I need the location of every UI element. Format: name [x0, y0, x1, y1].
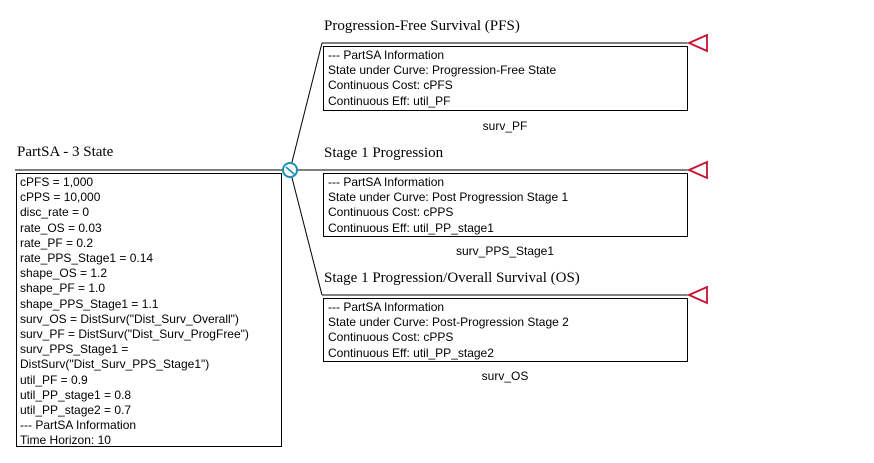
branch-title-stage1[interactable]: Stage 1 Progression: [324, 145, 444, 161]
definition-line: DistSurv("Dist_Surv_PPS_Stage1"): [20, 357, 210, 372]
branch-info-list-pfs: --- PartSA Information State under Curve…: [328, 48, 687, 109]
branch-info-box-os[interactable]: --- PartSA Information State under Curve…: [323, 298, 688, 362]
branch-info-box-stage1[interactable]: --- PartSA Information State under Curve…: [323, 173, 688, 237]
terminal-node-icon-pfs[interactable]: [686, 33, 708, 53]
definition-line: util_PP_stage2 = 0.7: [20, 403, 132, 418]
info-line: Continuous Cost: cPPS: [328, 205, 454, 220]
definition-line: cPPS = 10,000: [20, 190, 101, 205]
info-line: State under Curve: Post Progression Stag…: [328, 190, 569, 205]
definition-line: surv_PPS_Stage1 =: [20, 342, 129, 357]
definition-line: cPFS = 1,000: [20, 175, 94, 189]
definition-line: rate_OS = 0.03: [20, 220, 102, 235]
definition-line: surv_OS = DistSurv("Dist_Surv_Overall"): [20, 311, 239, 326]
terminal-node-icon-stage1[interactable]: [686, 160, 708, 180]
curve-label-stage1: surv_PPS_Stage1: [455, 244, 555, 258]
partsa-node-icon[interactable]: [282, 162, 298, 178]
terminal-node-icon-os[interactable]: [686, 285, 708, 305]
branch-info-list-os: --- PartSA Information State under Curve…: [328, 300, 687, 361]
definition-line: shape_PPS_Stage1 = 1.1: [20, 296, 159, 311]
info-line: Continuous Eff: util_PF: [328, 93, 451, 108]
curve-label-os: surv_OS: [481, 369, 529, 383]
root-node-title[interactable]: PartSA - 3 State: [17, 144, 114, 160]
definition-line: shape_PF = 1.0: [20, 281, 106, 296]
branch-title-pfs[interactable]: Progression-Free Survival (PFS): [324, 18, 520, 34]
definition-line: --- PartSA Information: [20, 418, 137, 433]
definition-line: rate_PPS_Stage1 = 0.14: [20, 251, 154, 266]
definition-line: surv_PF = DistSurv("Dist_Surv_ProgFree"): [20, 327, 249, 342]
definition-line: Time Horizon: 10: [20, 433, 111, 448]
info-line: --- PartSA Information: [328, 175, 445, 189]
definition-line: shape_OS = 1.2: [20, 266, 108, 281]
info-line: Continuous Eff: util_PP_stage1: [328, 220, 494, 235]
info-line: --- PartSA Information: [328, 300, 445, 314]
info-line: Continuous Cost: cPFS: [328, 78, 453, 93]
branch-connector-os: [289, 169, 323, 296]
info-line: --- PartSA Information: [328, 48, 445, 62]
definition-line: util_PF = 0.9: [20, 372, 88, 387]
info-line: Continuous Eff: util_PP_stage2: [328, 345, 494, 360]
info-line: State under Curve: Progression-Free Stat…: [328, 63, 557, 78]
branch-info-box-pfs[interactable]: --- PartSA Information State under Curve…: [323, 46, 688, 111]
branch-title-os[interactable]: Stage 1 Progression/Overall Survival (OS…: [324, 270, 580, 286]
info-line: State under Curve: Post-Progression Stag…: [328, 315, 569, 330]
definition-line: disc_rate = 0: [20, 205, 90, 220]
definition-line: util_PP_stage1 = 0.8: [20, 387, 132, 402]
info-line: Continuous Cost: cPPS: [328, 330, 454, 345]
branch-connector-pfs: [289, 42, 323, 171]
curve-label-pfs: surv_PF: [482, 119, 528, 133]
definition-line: rate_PF = 0.2: [20, 235, 94, 250]
branch-info-list-stage1: --- PartSA Information State under Curve…: [328, 175, 687, 236]
